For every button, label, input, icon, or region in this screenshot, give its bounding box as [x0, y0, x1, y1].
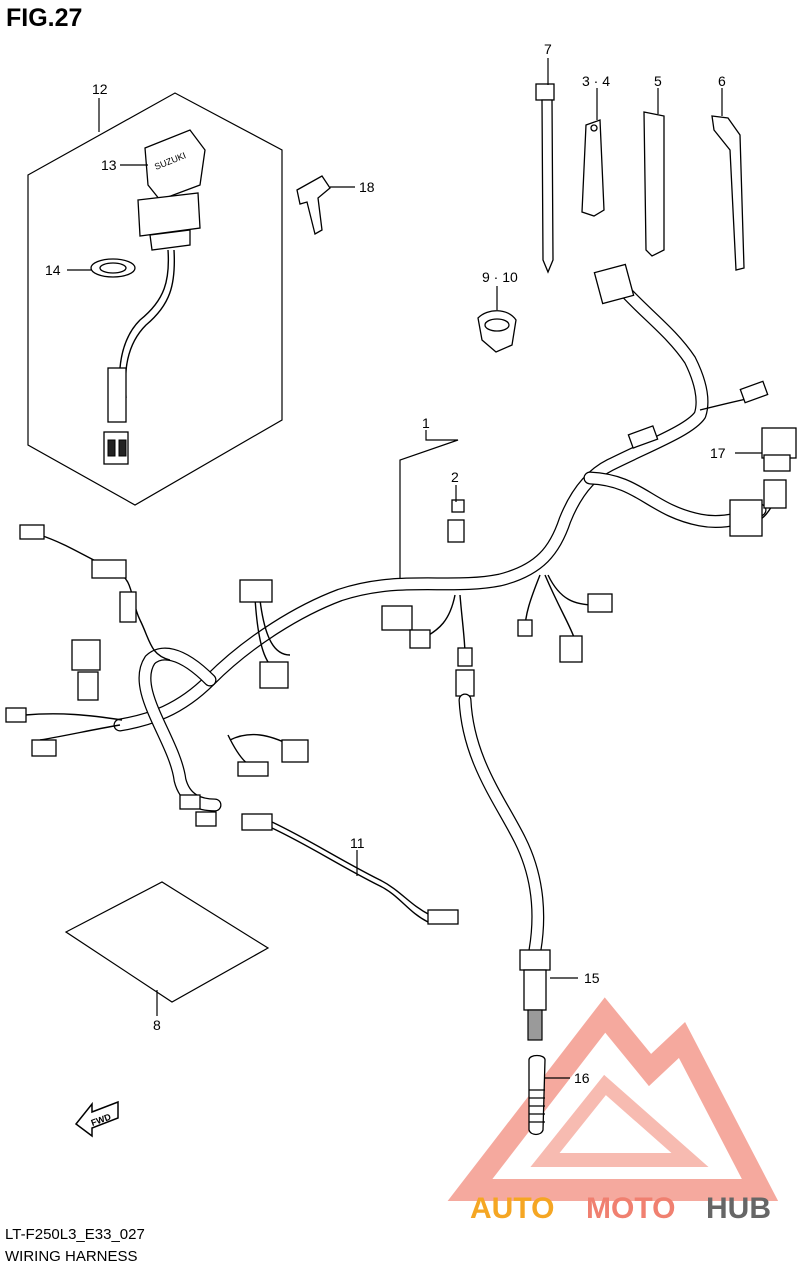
sub-harness-11	[241, 813, 459, 925]
figure-title: FIG.27	[6, 4, 83, 32]
callout-18: 18	[359, 179, 375, 195]
callout-16: 16	[574, 1070, 590, 1086]
key-part	[296, 175, 331, 235]
connector-part-2	[447, 519, 465, 543]
main-connector-top	[593, 263, 635, 305]
callout-14: 14	[45, 262, 61, 278]
sensor-cable-15	[455, 669, 551, 1041]
callout-12: 12	[92, 81, 108, 97]
diagram-code: LT-F250L3_E33_027	[5, 1226, 145, 1243]
callout-13: 13	[101, 157, 117, 173]
callout-15: 15	[584, 970, 600, 986]
callout-6: 6	[718, 73, 726, 89]
diagram-caption: WIRING HARNESS	[5, 1248, 138, 1265]
sensor-cap-16	[528, 1054, 546, 1136]
callout-17: 17	[710, 445, 726, 461]
callout-leaders	[67, 58, 762, 1079]
callout-1: 1	[422, 415, 430, 431]
callout-2: 2	[451, 469, 459, 485]
callout-9-10: 9 · 10	[482, 269, 518, 285]
ignition-cap	[144, 129, 206, 201]
callout-labels: 12 13 14 18 7 3 · 4 5 6 9 · 10 1 2 17 11…	[45, 41, 726, 1086]
ignition-switch-body	[137, 192, 201, 237]
relay-part	[761, 427, 797, 459]
callout-8: 8	[153, 1017, 161, 1033]
callout-7: 7	[544, 41, 552, 57]
watermark-hub: HUB	[706, 1192, 771, 1225]
watermark-text: AUTO MOTO HUB	[470, 1192, 771, 1225]
watermark-moto: MOTO	[586, 1192, 675, 1225]
watermark-auto: AUTO	[470, 1192, 554, 1225]
cable-ties	[535, 83, 745, 274]
main-wiring-harness	[5, 263, 797, 827]
callout-11: 11	[350, 835, 365, 851]
callout-3-4: 3 · 4	[582, 73, 610, 89]
protective-sheet	[64, 881, 270, 1003]
fwd-arrow-icon: FWD	[74, 1100, 119, 1138]
watermark-logo	[447, 997, 779, 1201]
wire-clamp	[477, 310, 517, 353]
ignition-switch-group: SUZUKI	[27, 92, 283, 506]
callout-5: 5	[654, 73, 662, 89]
